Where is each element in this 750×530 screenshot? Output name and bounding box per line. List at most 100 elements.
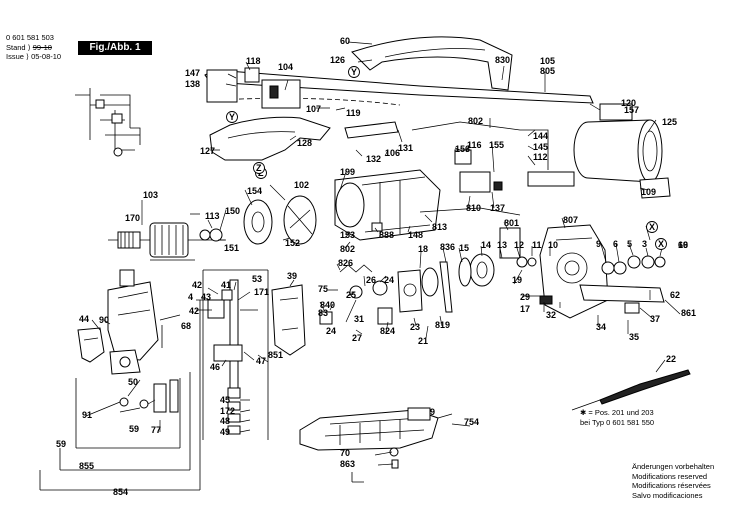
callout-199: 199 [340, 167, 355, 177]
callout-83: 83 [318, 308, 328, 318]
callout-21: 21 [418, 336, 428, 346]
stand-row: Stand ⟩ 99-10 [6, 43, 52, 52]
remark-line: Modifications reserved [632, 471, 708, 481]
callout-9: 9 [596, 239, 601, 249]
cable-bend-part [411, 121, 575, 187]
callout-27: 27 [352, 333, 362, 343]
callout-59: 59 [129, 424, 139, 434]
remark-line: Salvo modificaciones [632, 490, 703, 500]
callout-819: 819 [435, 320, 450, 330]
callout-813: 813 [432, 222, 447, 232]
callout-855: 855 [79, 461, 94, 471]
callout-854: 854 [113, 487, 128, 497]
callout-125: 125 [662, 117, 677, 127]
callout-24: 24 [384, 275, 394, 285]
reference-marker-circle [348, 66, 360, 78]
callout-14: 14 [481, 240, 491, 250]
callout-105: 105 [540, 56, 555, 66]
callout-22: 22 [666, 354, 676, 364]
callout-120: 120 [621, 98, 636, 108]
callout-59: 59 [56, 439, 66, 449]
callout-44: 44 [79, 314, 89, 324]
callout-172: 172 [220, 406, 235, 416]
callout-171: 171 [254, 287, 269, 297]
brush-holder-part [454, 149, 503, 193]
callout-68: 68 [181, 321, 191, 331]
callout-131: 131 [398, 143, 413, 153]
callout-830: 830 [495, 55, 510, 65]
callout-48: 48 [220, 416, 230, 426]
callout-802: 802 [468, 116, 483, 126]
callout-802: 802 [340, 244, 355, 254]
callout-39: 39 [287, 271, 297, 281]
callout-156: 156 [455, 144, 470, 154]
issue-row: Issue ⟩ 05-08-10 [6, 52, 61, 61]
callout-37: 37 [650, 314, 660, 324]
callout-X: X [658, 239, 664, 249]
callout-4: 4 [188, 292, 193, 302]
callout-62: 62 [670, 290, 680, 300]
callout-119: 119 [346, 108, 361, 118]
callout-112: 112 [533, 152, 548, 162]
callout-91: 91 [82, 410, 92, 420]
spring-part [319, 264, 393, 325]
callout-154: 154 [247, 186, 262, 196]
callout-109: 109 [641, 187, 656, 197]
housing-cover-part [209, 116, 331, 161]
callout-9: 9 [430, 407, 435, 417]
callout-170: 170 [125, 213, 140, 223]
callout-863: 863 [340, 459, 355, 469]
callout-45: 45 [220, 395, 230, 405]
callout-144: 144 [533, 131, 548, 141]
issue-label: Issue [6, 52, 24, 61]
callout-Z: Z [256, 163, 262, 173]
callout-12: 12 [514, 240, 524, 250]
callout-60: 60 [340, 36, 350, 46]
callout-157: 157 [624, 105, 639, 115]
gear-set-part [458, 227, 537, 287]
callout-17: 17 [520, 304, 530, 314]
callout-824: 824 [380, 326, 395, 336]
callout-138: 138 [185, 79, 200, 89]
callout-155: 155 [489, 140, 504, 150]
callout-826: 826 [338, 258, 353, 268]
reference-marker-circle [655, 238, 667, 250]
callout-126: 126 [330, 55, 345, 65]
callout-5: 5 [627, 239, 632, 249]
remark-line: Modifications réservées [632, 481, 711, 490]
callout-65: 65 [0, 0, 10, 2]
typ-note: bei Typ 0 601 581 550 [580, 418, 655, 427]
callout-103: 103 [143, 190, 158, 200]
callout-25: 25 [346, 290, 356, 300]
callout-148: 148 [408, 230, 423, 240]
callout-75: 75 [318, 284, 328, 294]
bracket-glyph: ⟩ [27, 43, 31, 52]
saw-blade-holder-part [119, 379, 179, 413]
callout-137: 137 [490, 203, 505, 213]
assembly-brackets [39, 300, 364, 491]
callout-47: 47 [256, 356, 266, 366]
fan-part [243, 199, 273, 245]
motor-stator-part [334, 169, 441, 241]
callout-3: 3 [642, 239, 647, 249]
callout-18: 18 [418, 244, 428, 254]
leader-lines [85, 41, 681, 466]
callout-104: 104 [278, 62, 293, 72]
gear-case-part [107, 269, 159, 361]
callout-11: 11 [532, 240, 542, 250]
callout-128: 128 [297, 138, 312, 148]
callout-50: 50 [128, 377, 138, 387]
bracket-glyph: ⟩ [26, 52, 29, 61]
callout-35: 35 [629, 332, 639, 342]
pos-note: ✱ = Pos. 201 und 203 [580, 408, 654, 417]
callout-888: 888 [379, 230, 394, 240]
top-handle-part [351, 36, 513, 91]
callout-19: 19 [512, 275, 522, 285]
callout-118: 118 [246, 56, 261, 66]
switch-assembly [206, 67, 301, 109]
callout-42: 42 [189, 306, 199, 316]
callout-153: 153 [340, 230, 355, 240]
issue-value: 05-08-10 [31, 52, 62, 61]
callout-31: 31 [354, 314, 364, 324]
callout-32: 32 [546, 310, 556, 320]
